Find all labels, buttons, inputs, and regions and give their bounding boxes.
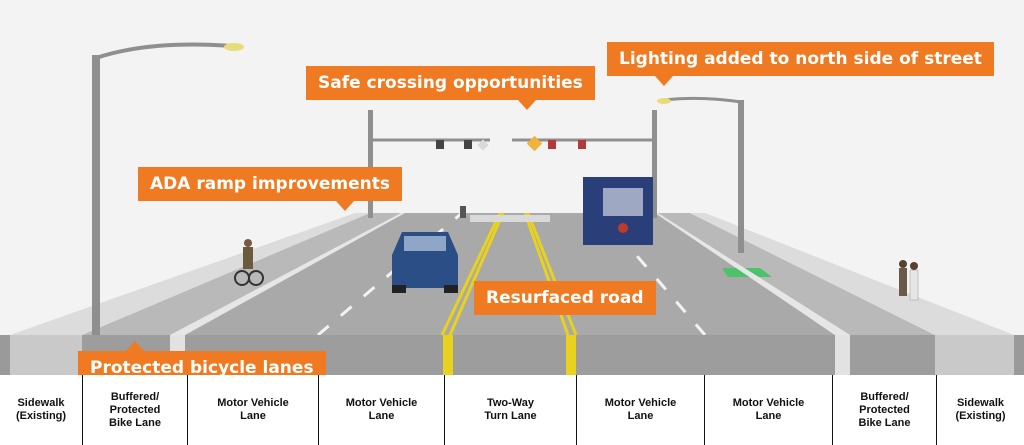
signal-pole-left <box>368 110 373 218</box>
callout-crossing-pointer <box>518 100 536 110</box>
callout-ada-pointer <box>336 201 354 211</box>
turn-lane-line-1 <box>440 212 502 336</box>
lane-label-motor-2: Motor Vehicle Lane <box>318 375 444 445</box>
lane-label-sidewalk-right: Sidewalk (Existing) <box>936 375 1024 445</box>
turn-lane-line-2 <box>448 212 505 336</box>
pedestrian-1 <box>899 268 907 296</box>
callout-bike-lanes-text: Protected bicycle lanes <box>90 358 314 378</box>
left-light-pole <box>92 55 100 335</box>
signal-head-2 <box>464 140 472 149</box>
lane-label-turn-lane: Two-Way Turn Lane <box>444 375 576 445</box>
right-sidewalk-surface <box>690 213 1014 335</box>
section-left-sidewalk <box>10 335 82 375</box>
crosswalk <box>470 215 550 222</box>
lane-label-bike-right: Buffered/ Protected Bike Lane <box>832 375 936 445</box>
cyclist <box>243 247 253 269</box>
car-wheel-right <box>444 285 458 293</box>
right-light-arm <box>664 96 742 104</box>
signal-head-1 <box>436 140 444 149</box>
right-buffer-curb <box>655 213 850 335</box>
lane-label-motor-1: Motor Vehicle Lane <box>187 375 318 445</box>
pedestrian-1-head <box>899 260 907 268</box>
callout-ada: ADA ramp improvements <box>138 167 402 211</box>
callout-ada-text: ADA ramp improvements <box>150 174 390 194</box>
lane-label-motor-3: Motor Vehicle Lane <box>576 375 704 445</box>
left-light-arm <box>95 42 233 60</box>
section-right-buffer <box>835 335 850 375</box>
callout-lighting-pointer <box>655 76 673 86</box>
section-yellow-right <box>566 335 576 375</box>
left-block-side <box>0 335 10 375</box>
bicycle-wheel-front <box>248 270 264 286</box>
lane-labels-row: Sidewalk (Existing) Buffered/ Protected … <box>0 375 1024 445</box>
signal-pole-right <box>652 110 657 218</box>
right-block-side <box>1014 335 1024 375</box>
warning-sign-left <box>477 139 489 151</box>
callout-bike-lanes-pointer <box>126 341 144 351</box>
right-bike-lane-surface <box>655 213 935 335</box>
lane-label-motor-4: Motor Vehicle Lane <box>704 375 832 445</box>
car-windshield <box>404 236 446 251</box>
cyclist-head <box>244 239 252 247</box>
left-bike-lane-surface <box>82 213 405 335</box>
right-light-pole <box>738 100 744 253</box>
bus-logo <box>618 223 628 233</box>
callout-resurfaced-text: Resurfaced road <box>486 288 644 308</box>
lane-label-sidewalk-left: Sidewalk (Existing) <box>15 397 67 422</box>
left-light-head <box>224 43 244 51</box>
section-yellow-left <box>443 335 453 375</box>
right-light-head <box>657 98 671 104</box>
left-buffer-curb <box>170 213 405 335</box>
signal-head-4 <box>578 140 586 149</box>
distant-cyclist <box>460 206 466 218</box>
signal-head-3 <box>548 140 556 149</box>
callout-crossing: Safe crossing opportunities <box>306 66 595 110</box>
pedestrian-warning-sign <box>526 135 543 152</box>
road-surface <box>185 213 835 335</box>
pedestrian-2 <box>909 269 919 301</box>
bus-rear-window <box>603 188 643 216</box>
section-right-sidewalk <box>935 335 1014 375</box>
lane-label-bike-left: Buffered/ Protected Bike Lane <box>82 375 187 445</box>
callout-resurfaced: Resurfaced road <box>474 281 656 315</box>
callout-crossing-text: Safe crossing opportunities <box>318 73 583 93</box>
callout-lighting-text: Lighting added to north side of street <box>619 49 982 69</box>
pedestrian-2-head <box>910 262 918 270</box>
callout-lighting: Lighting added to north side of street <box>607 42 994 86</box>
car-wheel-left <box>392 285 406 293</box>
